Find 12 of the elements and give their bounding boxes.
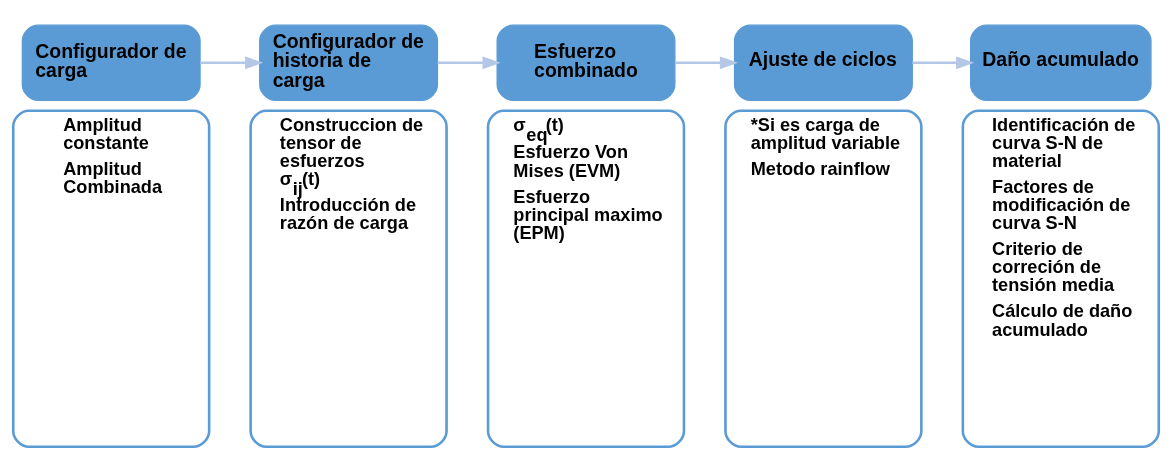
arrow xyxy=(675,56,739,70)
node-box: Configurador de historia de carga xyxy=(259,24,439,102)
arrow xyxy=(437,56,501,70)
node-box: Ajuste de ciclos xyxy=(733,24,913,102)
arrow xyxy=(912,56,975,70)
node-box: Configurador de carga xyxy=(21,24,201,102)
node-box: Esfuerzo combinado xyxy=(496,24,676,102)
node-box: *Si es carga de amplitud variable Metodo rainflow xyxy=(724,109,923,449)
node-box: Amplitud constante Amplitud Combinada xyxy=(11,109,211,449)
node-box: Identificación de curva S-N de material Factores de modificación de curva S-N Criterio de correción de tensión media Cálculo de daño acumulado xyxy=(961,109,1161,449)
arrow xyxy=(200,56,264,70)
node-box: Daño acumulado xyxy=(970,24,1152,102)
